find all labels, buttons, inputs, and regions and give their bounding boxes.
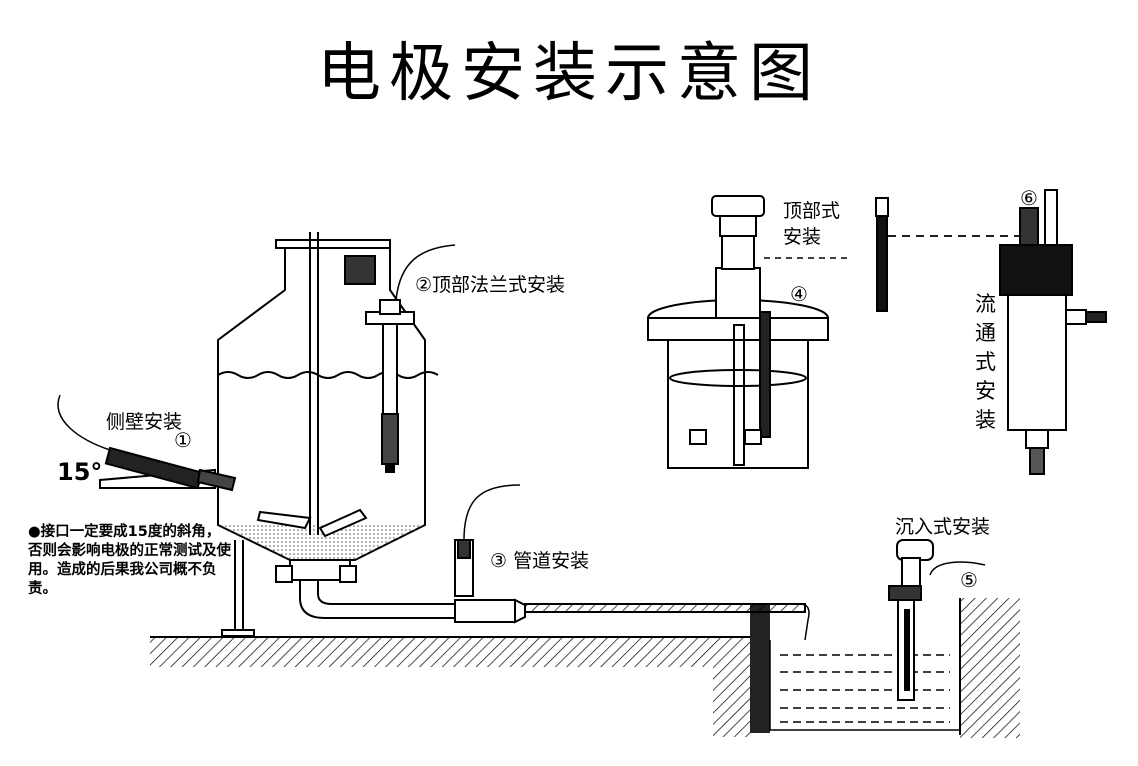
- top-flange-probe: [365, 244, 456, 473]
- flow-through-cell: [999, 189, 1107, 475]
- spare-probe: [764, 197, 1020, 312]
- warning-note: ●接口一定要成15度的斜角，否则会影响电极的正常测试及使用。造成的后果我公司概不…: [28, 524, 231, 597]
- label-top-type-1: 顶部式: [783, 200, 841, 222]
- ground: [150, 598, 1020, 738]
- immersion-probe: [888, 539, 986, 701]
- side-wall-probe: [57, 394, 237, 492]
- label-flow: 流通式安装: [975, 292, 996, 432]
- label-top-flange: ②顶部法兰式安装: [415, 274, 566, 296]
- label-angle: 15°: [57, 458, 103, 486]
- water-tank: [769, 640, 961, 731]
- label-pipe: ③ 管道安装: [490, 550, 590, 572]
- pipe: [299, 484, 810, 641]
- top-mount-reactor: [647, 195, 829, 469]
- reactor-tank: [217, 232, 439, 637]
- label-flow-number: ⑥: [1020, 186, 1038, 210]
- label-side-wall: 侧壁安装: [106, 411, 183, 433]
- label-top-type-number: ④: [790, 282, 808, 306]
- label-top-type-2: 安装: [783, 226, 822, 248]
- label-immersion: 沉入式安装: [895, 516, 991, 538]
- label-immersion-number: ⑤: [960, 568, 978, 592]
- diagram-title: 电极安装示意图: [317, 37, 821, 111]
- label-side-wall-number: ①: [174, 428, 192, 452]
